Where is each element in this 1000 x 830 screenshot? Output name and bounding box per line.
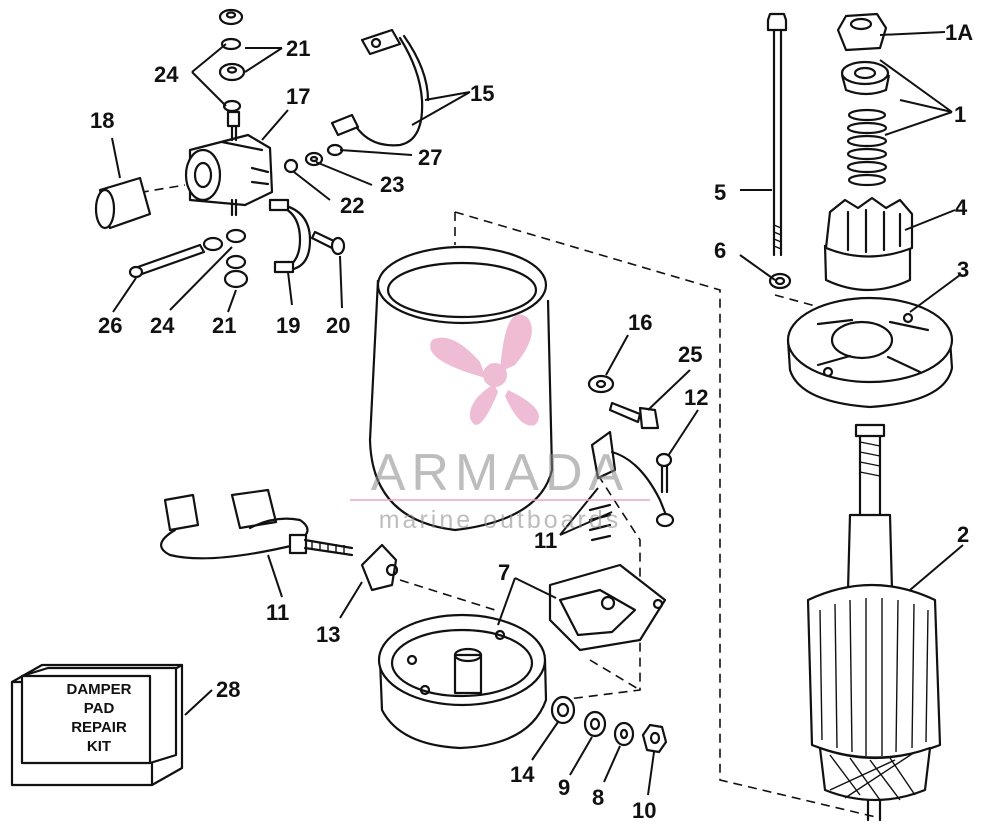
nut-21-mid: [218, 62, 246, 82]
stud-24-lower: [128, 228, 247, 279]
washer-6: [768, 272, 792, 290]
armada-watermark-logo: ARMADA marine outboards: [350, 314, 650, 534]
label-5: 5: [714, 180, 726, 205]
kit-line-3: REPAIR: [71, 719, 127, 736]
washers-22-23-27: [283, 143, 344, 174]
boot-18: [94, 176, 152, 230]
label-9: 9: [558, 775, 570, 800]
pinion-gear-4: [823, 196, 914, 292]
label-20: 20: [326, 313, 350, 338]
label-8: 8: [592, 785, 604, 810]
label-2: 2: [957, 522, 969, 547]
label-15: 15: [470, 81, 494, 106]
solenoid-assembly: [184, 110, 274, 217]
nut-21-lower: [223, 254, 249, 289]
screw-12: [655, 452, 673, 494]
label-6: 6: [714, 238, 726, 263]
label-24-bottom: 24: [150, 313, 175, 338]
repair-kit-box: [10, 663, 184, 787]
end-cap: [377, 613, 548, 750]
label-13: 13: [316, 622, 340, 647]
watermark-subtitle: marine outboards: [379, 506, 622, 534]
brush-plate-7: [548, 563, 667, 652]
armature-2: [806, 423, 942, 822]
label-10: 10: [632, 798, 656, 823]
screw-20: [310, 230, 346, 256]
brush-spring-11: [588, 430, 675, 542]
label-17: 17: [286, 84, 310, 109]
label-28: 28: [216, 677, 240, 702]
cable-15: [330, 28, 430, 147]
label-1: 1: [954, 102, 966, 127]
label-16: 16: [628, 310, 652, 335]
brush-cable-11: [160, 488, 354, 560]
washer-16: [587, 374, 615, 394]
label-4: 4: [955, 195, 968, 220]
watermark-name: ARMADA: [371, 444, 629, 502]
washer-24-top: [220, 37, 242, 51]
label-24-top: 24: [154, 62, 179, 87]
washer-8: [613, 721, 635, 747]
label-12: 12: [684, 385, 708, 410]
label-19: 19: [276, 313, 300, 338]
label-27: 27: [418, 145, 442, 170]
label-21-top: 21: [286, 36, 310, 61]
spring-1: [846, 108, 888, 187]
collar-1: [840, 60, 891, 96]
bracket-19: [268, 198, 312, 274]
washer-14: [550, 695, 576, 725]
washer-9: [583, 710, 607, 738]
label-21-bottom: 21: [212, 313, 236, 338]
label-7: 7: [498, 560, 510, 585]
terminal-13: [360, 543, 399, 592]
label-11-right: 11: [534, 528, 557, 553]
label-22: 22: [340, 193, 364, 218]
label-11-left: 11: [266, 600, 289, 625]
washer-24-mid: [222, 99, 242, 113]
drive-end-cap-3: [786, 296, 954, 409]
through-bolt-5: [766, 12, 788, 257]
leader-lines: [111, 31, 964, 796]
kit-line-4: KIT: [87, 738, 111, 755]
label-26: 26: [98, 313, 122, 338]
nut-10: [641, 723, 668, 754]
label-3: 3: [957, 257, 969, 282]
label-14: 14: [510, 762, 535, 787]
propeller-logo-icon: [430, 314, 539, 426]
label-1A: 1A: [945, 20, 973, 45]
label-23: 23: [380, 172, 404, 197]
kit-line-1: DAMPER: [66, 681, 131, 698]
part-labels: 1A 1 2 3 4 5 6 7 8 9 10 11 11 12 13 14 1…: [90, 20, 973, 823]
nut-1A: [836, 12, 888, 52]
nut-21-top: [218, 8, 244, 26]
kit-line-2: PAD: [84, 700, 115, 717]
label-25: 25: [678, 342, 702, 367]
label-18: 18: [90, 108, 114, 133]
